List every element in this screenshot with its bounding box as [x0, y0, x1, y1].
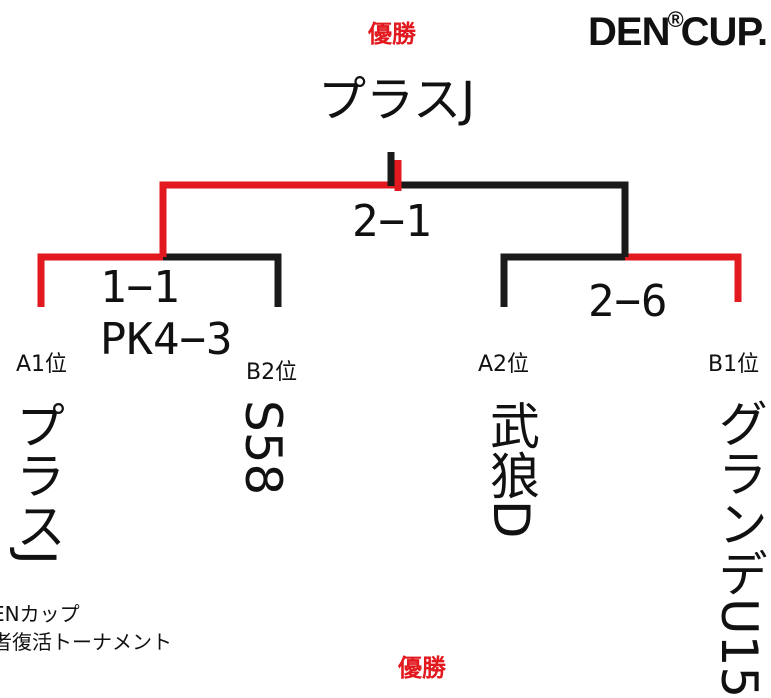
semi-left-score: 1−1: [100, 262, 180, 313]
bracket-line-final-left-winner: [159, 181, 398, 257]
team-b1: グランデU15: [710, 398, 768, 698]
footer-line-1: ENカップ: [0, 602, 80, 626]
semi-left-pk-score: PK4−3: [100, 314, 233, 365]
seed-a2: A2位: [478, 352, 530, 377]
final-score: 2−1: [352, 196, 432, 247]
seed-a1: A1位: [16, 352, 68, 377]
champion-team: プラスJ: [318, 72, 476, 128]
seed-b1: B1位: [708, 352, 760, 377]
footer-line-2: 者復活トーナメント: [0, 630, 172, 654]
bracket-line-a1-winner: [37, 253, 163, 307]
champion-label: 優勝: [368, 20, 416, 48]
registered-icon: ®: [667, 7, 683, 32]
bracket-line-b2: [163, 253, 282, 307]
logo-text-left: DEN: [588, 10, 670, 54]
bracket-lines: [37, 152, 742, 307]
bracket-line-final-right: [393, 181, 629, 257]
bracket-line-b1-winner: [625, 253, 742, 302]
semi-right-score: 2−6: [588, 276, 668, 327]
team-a1: プラスJ: [8, 400, 66, 565]
team-b2: S58: [234, 400, 292, 496]
seed-b2: B2位: [246, 360, 298, 385]
dencup-logo: DEN®CUP.: [588, 7, 768, 55]
team-a2: 武狼D: [482, 400, 540, 539]
logo-text-right: CUP.: [680, 10, 768, 54]
champion-label-bottom: 優勝: [398, 654, 446, 682]
bracket-line-a2: [500, 253, 625, 307]
